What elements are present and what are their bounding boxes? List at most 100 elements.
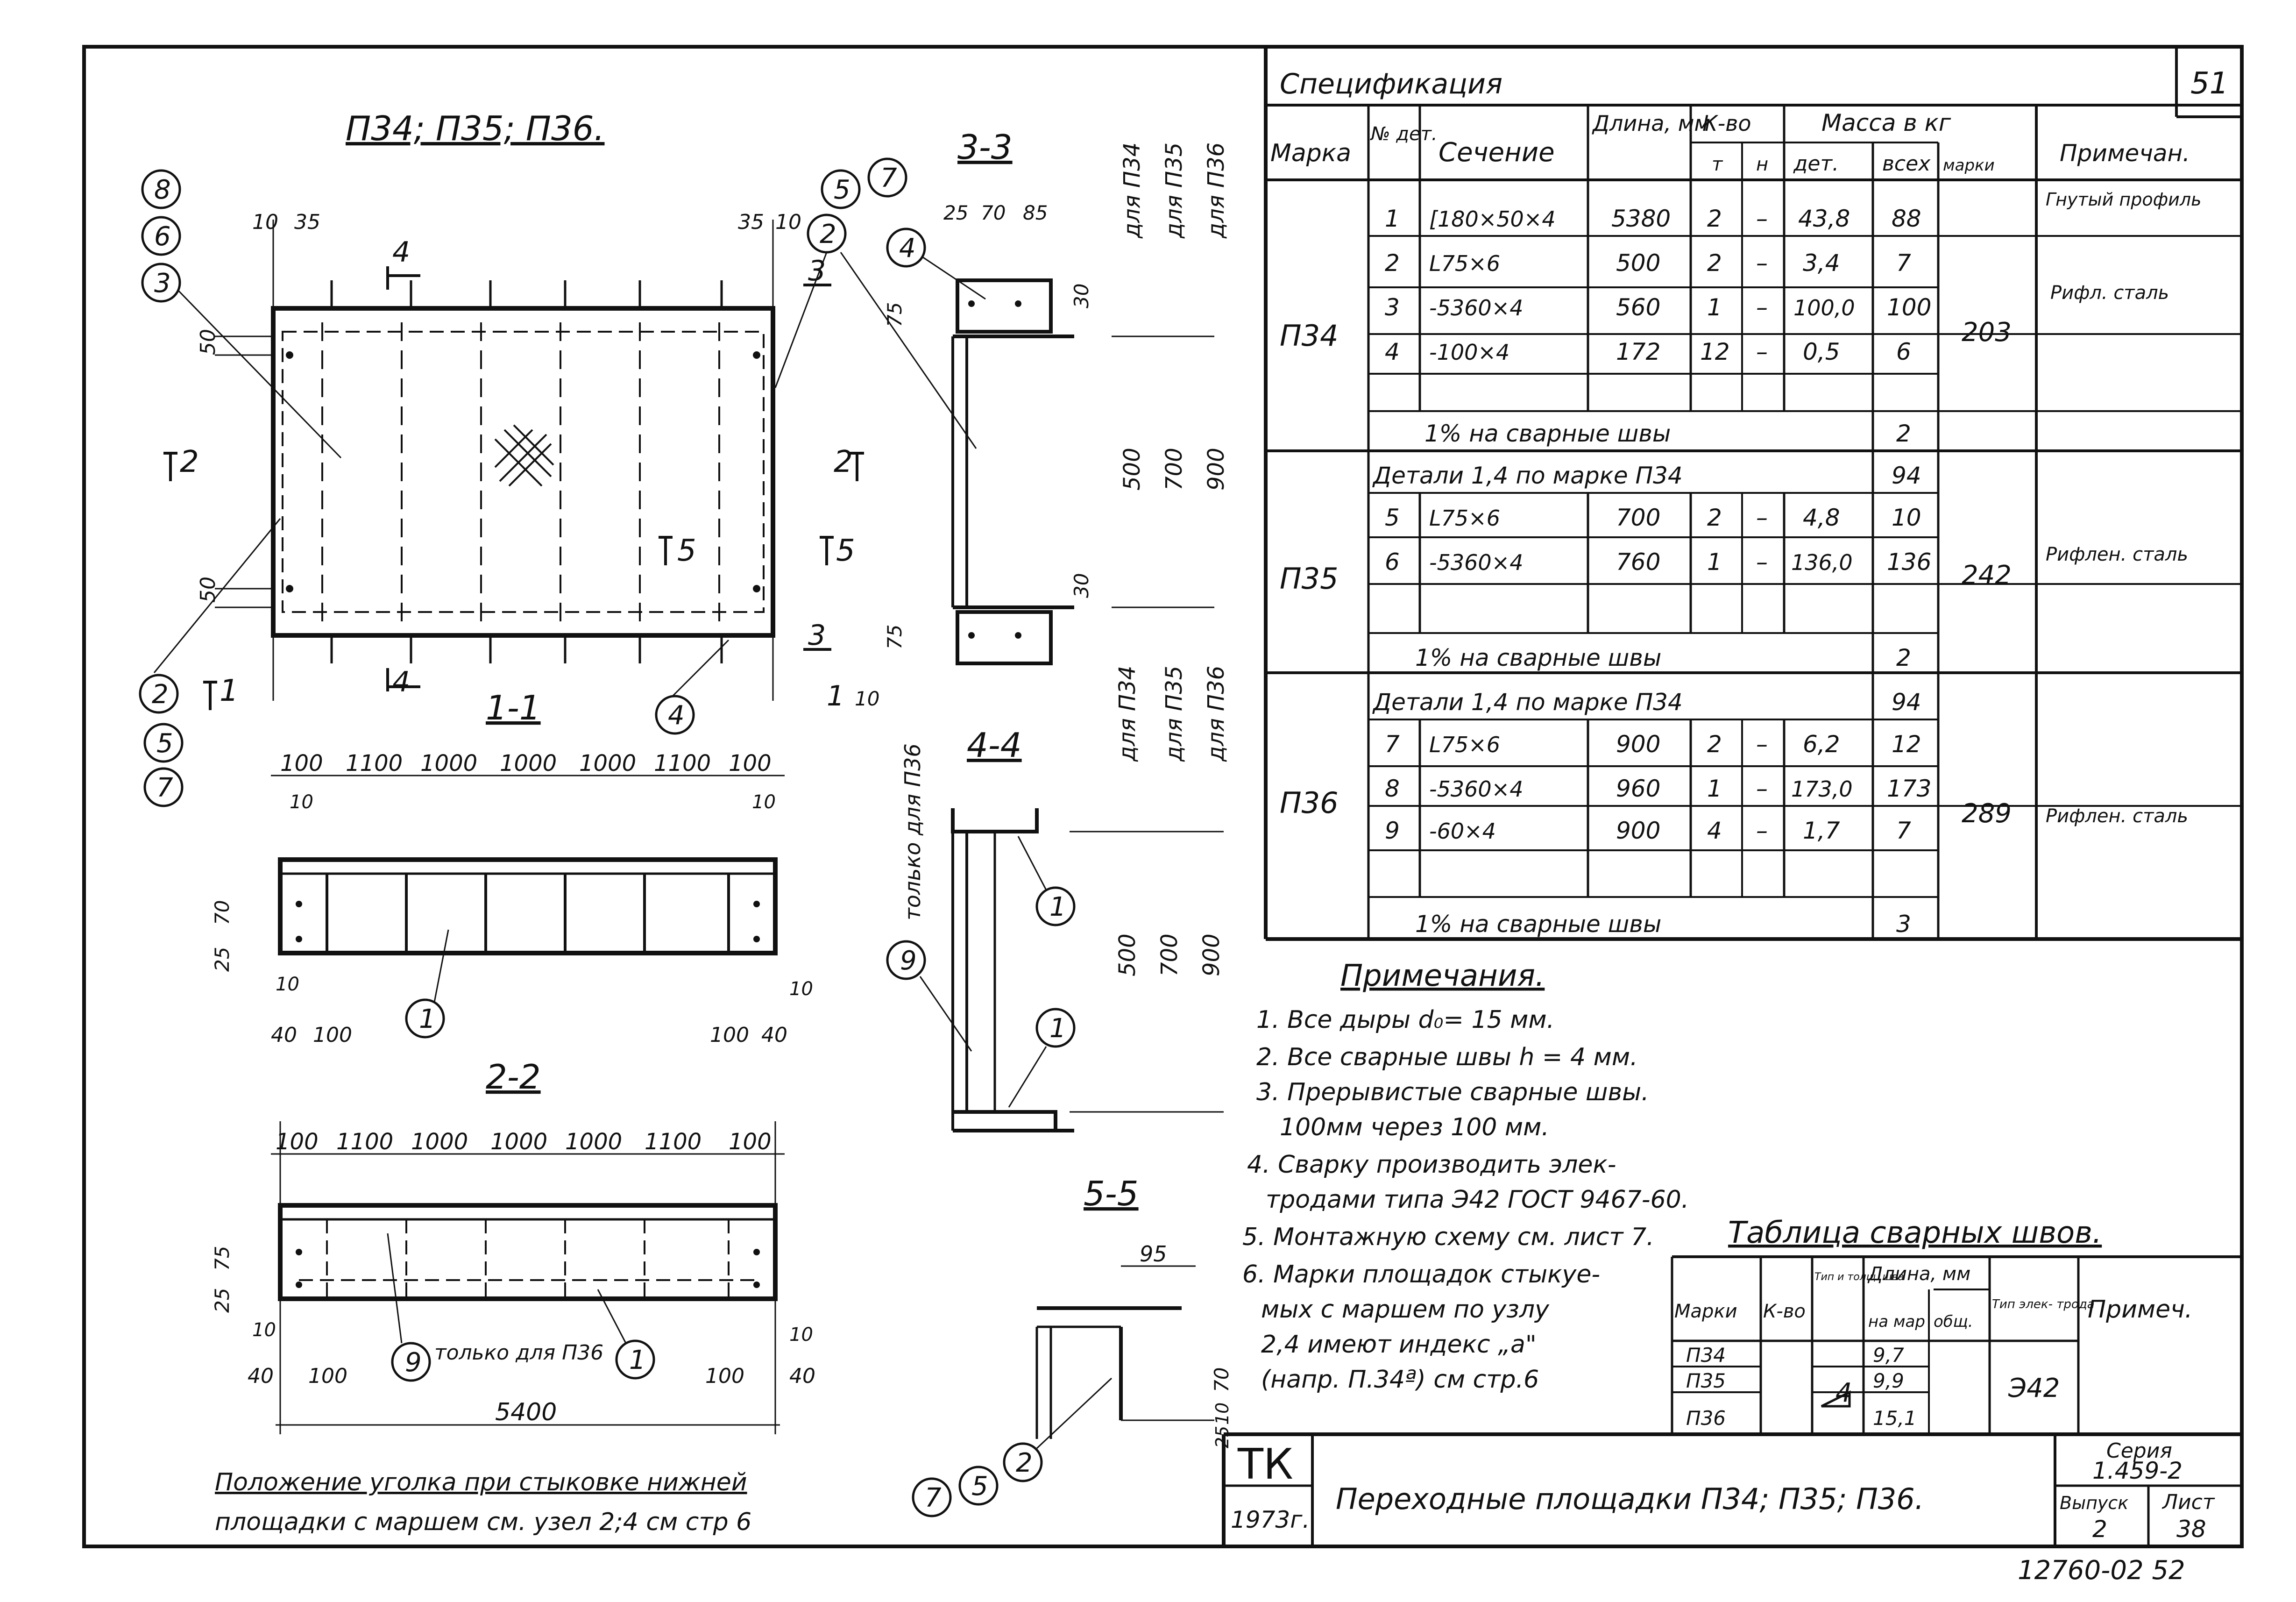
svg-text:100: 100 (1887, 294, 1931, 321)
note-item-1: 1. Все дыры d₀= 15 мм. (1256, 1006, 1554, 1034)
dim-plan-35-right: 35 (738, 210, 764, 234)
section-mark-5-center: 5 (677, 534, 696, 568)
label-44-for-p35: для П35 (1161, 666, 1187, 762)
title-block (1222, 1432, 2242, 1546)
title-block-series-label: Серия (2106, 1439, 2172, 1463)
title-block-sheet-label: Лист (2161, 1490, 2215, 1514)
svg-text:12: 12 (1892, 731, 1921, 758)
dim-22-75: 75 (211, 1246, 234, 1271)
spec-header-det-no: № дет. (1370, 123, 1438, 145)
svg-text:-5360×4: -5360×4 (1429, 550, 1523, 575)
svg-text:L75×6: L75×6 (1429, 506, 1500, 531)
dim-33-900: 900 (1203, 448, 1229, 491)
svg-text:7: 7 (156, 773, 173, 803)
svg-text:7: 7 (1896, 249, 1911, 277)
section-mark-1-left: 1 (220, 674, 239, 708)
spec-mass-mark-p35: 242 (1962, 560, 2012, 591)
spec-row: 8 -5360×4 960 1 – 173,0 173 Рифлен. стал… (1385, 775, 2188, 827)
svg-text:6,2: 6,2 (1803, 731, 1840, 758)
svg-text:172: 172 (1616, 338, 1660, 365)
dim-22-10-right: 10 (789, 1324, 813, 1346)
callout-2-top: 2 (807, 214, 847, 254)
spec-header-qty: К-во (1702, 111, 1751, 136)
spec-header-mass-p36: 94 (1892, 689, 1921, 716)
callout-7-bottom: 7 (143, 767, 184, 807)
svg-text:2: 2 (1385, 249, 1400, 277)
svg-text:100,0: 100,0 (1793, 295, 1855, 320)
spec-title: Спецификация (1280, 68, 1502, 100)
section-mark-4-top: 4 (392, 236, 410, 269)
label-44-for-p36: для П36 (1203, 666, 1229, 762)
spec-mass-mark-p34: 203 (1962, 317, 2012, 348)
spec-mark-p34: П34 (1280, 319, 1339, 353)
weld-symbol-icon (1821, 1390, 1851, 1408)
section-5-5-profile (1035, 1306, 1214, 1439)
callout-1-sec44-top: 1 (1035, 886, 1076, 926)
svg-text:9: 9 (1385, 817, 1400, 844)
note-item-6-cont-1: мых с маршем по узлу (1261, 1296, 1550, 1324)
spec-row: 5 L75×6 700 2 – 4,8 10 (1385, 504, 1921, 531)
svg-text:–: – (1756, 548, 1768, 576)
dim-11-100-right: 100 (710, 1023, 749, 1047)
spec-row: 2 L75×6 500 2 – 3,4 7 (1385, 249, 1911, 277)
svg-text:П35: П35 (1686, 1369, 1726, 1392)
callout-9-sec44: 9 (886, 940, 926, 980)
svg-text:П34: П34 (1686, 1344, 1726, 1367)
weld-header-electrode: Тип элек- трода (1992, 1297, 2095, 1311)
section-mark-5-right: 5 (836, 534, 855, 568)
title-block-series: 1.459-2 (2092, 1457, 2183, 1484)
spec-welds-p35: 1% на сварные швы (1415, 644, 1661, 671)
spec-header-mass-p35: 94 (1892, 462, 1921, 489)
callout-5-sec55: 5 (958, 1466, 999, 1506)
spec-mass-mark-p36: 289 (1962, 798, 2012, 829)
svg-text:–: – (1756, 249, 1768, 277)
weld-electrode-value: Э42 (2008, 1373, 2060, 1403)
svg-text:2: 2 (1707, 504, 1722, 531)
spec-welds-mass-p34: 2 (1896, 420, 1911, 447)
callout-2-bottom: 2 (139, 674, 179, 714)
svg-text:6: 6 (1385, 548, 1400, 576)
svg-text:1: 1 (1707, 548, 1722, 576)
weld-header-qty: К-во (1763, 1301, 1806, 1322)
dim-plan-10-right: 10 (775, 210, 801, 234)
svg-text:173,0: 173,0 (1791, 776, 1853, 802)
callout-5-top: 5 (821, 169, 861, 209)
svg-text:П36: П36 (1686, 1407, 1726, 1430)
section-2-2-view (278, 1203, 778, 1301)
spec-header-qty-n: н (1756, 154, 1768, 175)
svg-text:4: 4 (1385, 338, 1400, 365)
spec-header-qty-t: т (1712, 154, 1723, 175)
section-3-3-profile (951, 278, 1074, 665)
spec-header-mark: Марка (1270, 139, 1351, 167)
svg-text:4,8: 4,8 (1803, 504, 1840, 531)
page-number: 51 (2190, 66, 2228, 101)
svg-text:1: 1 (1049, 892, 1066, 922)
spec-header-mass-mark: марки (1943, 156, 1995, 175)
section-mark-1-right: 1 (827, 680, 844, 712)
weld-header-type: Тип и толщ. шва (1814, 1271, 1904, 1283)
dim-plan-10-left: 10 (252, 210, 278, 234)
callout-8: 8 (141, 169, 181, 209)
svg-text:5: 5 (156, 728, 173, 759)
svg-text:1: 1 (1707, 775, 1722, 802)
bottom-note-line-1: Положение уголка при стыковке нижней (215, 1468, 747, 1496)
note-item-4-cont: тродами типа Э42 ГОСТ 9467-60. (1266, 1186, 1689, 1214)
weld-table (1671, 1255, 2242, 1434)
dim-22-seg-1: 100 (276, 1129, 319, 1155)
title-block-org: ТК (1237, 1440, 1293, 1489)
svg-text:3: 3 (154, 268, 171, 299)
title-block-issue-label: Выпуск (2060, 1493, 2128, 1513)
weld-row: П35 9,9 (1686, 1369, 1904, 1392)
svg-text:–: – (1756, 817, 1768, 844)
svg-text:136,0: 136,0 (1791, 550, 1853, 575)
svg-text:1: 1 (1049, 1013, 1066, 1044)
svg-text:9,7: 9,7 (1873, 1344, 1904, 1367)
dim-44-900: 900 (1198, 933, 1225, 976)
weld-header-mark: Марки (1674, 1301, 1737, 1322)
section-2-2-title: 2-2 (486, 1057, 541, 1096)
svg-text:7: 7 (1896, 817, 1911, 844)
title-block-name: Переходные площадки П34; П35; П36. (1336, 1482, 1924, 1516)
svg-text:1,7: 1,7 (1803, 817, 1840, 844)
spec-header-mass-det: дет. (1793, 152, 1839, 176)
